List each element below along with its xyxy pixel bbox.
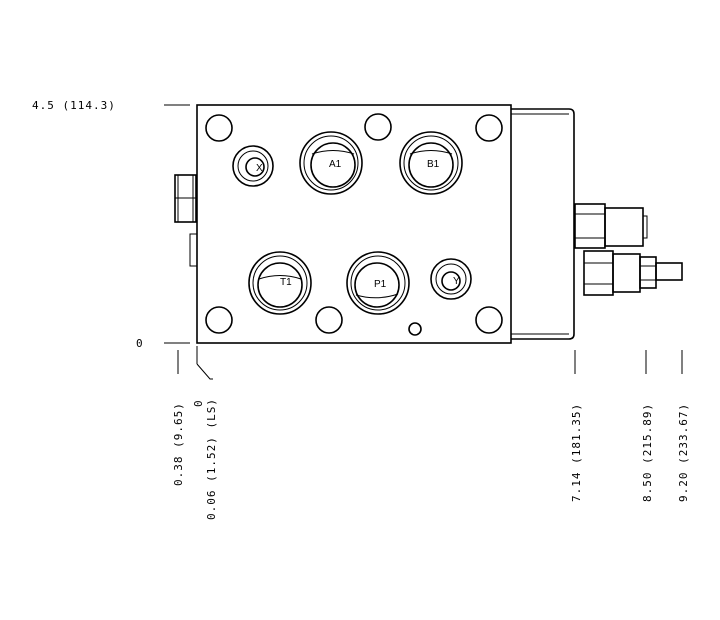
mounting-holes <box>205 113 503 336</box>
port-p1-label: P1 <box>374 279 387 290</box>
dim-d3-label: 7.14 (181.35) <box>570 403 583 502</box>
port-b1-label: B1 <box>427 159 440 170</box>
dim-d5-label: 9.20 (233.67) <box>677 403 690 502</box>
manifold-block <box>174 104 575 344</box>
port-a1: A1 <box>299 131 363 195</box>
dim-d2-label: 0.06 (1.52) (LS) <box>205 398 218 520</box>
dim-d4-label: 8.50 (215.89) <box>641 403 654 502</box>
port-t1: T1 <box>248 251 312 315</box>
port-p1: P1 <box>346 251 410 315</box>
port-y: Y <box>430 258 472 300</box>
port-y-label: Y <box>453 276 460 287</box>
dim-d2-zero-label: 0 <box>192 399 205 407</box>
dim-d1-label: 0.38 (9.65) <box>172 402 185 486</box>
dim-top-label: 4.5 (114.3) <box>32 99 116 112</box>
port-a1-label: A1 <box>329 159 342 170</box>
port-b1: B1 <box>399 131 463 195</box>
relief-valve-cartridge <box>574 203 683 296</box>
dim-zero-label: 0 <box>136 337 144 350</box>
port-x-label: X <box>256 163 263 174</box>
port-t1-label: T1 <box>280 277 292 288</box>
port-x: X <box>232 145 274 187</box>
horizontal-dimension-ticks <box>177 346 683 380</box>
